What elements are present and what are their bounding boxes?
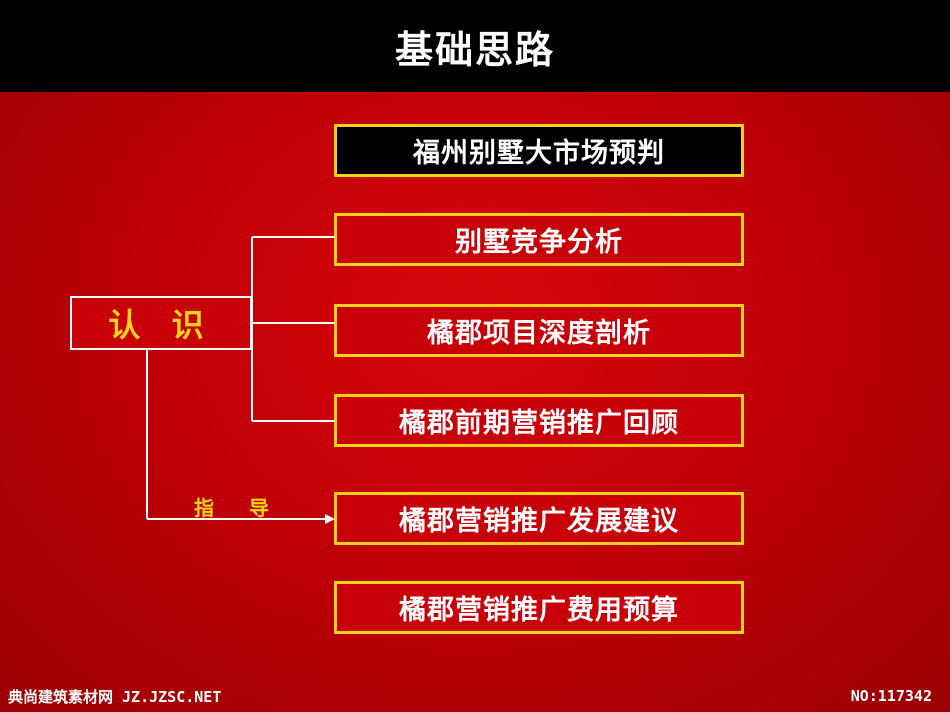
box-market-forecast: 福州别墅大市场预判: [334, 124, 744, 177]
box-development-suggestion: 橘郡营销推广发展建议: [334, 492, 744, 545]
box-project-analysis: 橘郡项目深度剖析: [334, 304, 744, 357]
box-budget: 橘郡营销推广费用预算: [334, 581, 744, 634]
title-bar: 基础思路: [0, 0, 950, 92]
slide-title: 基础思路: [394, 27, 555, 72]
box-competition-analysis: 别墅竞争分析: [334, 213, 744, 266]
footer-number: NO:117342: [850, 687, 932, 705]
root-node: 认 识: [70, 296, 252, 350]
box-marketing-review: 橘郡前期营销推广回顾: [334, 394, 744, 447]
footer-watermark: 典尚建筑素材网 JZ.JZSC.NET: [8, 688, 222, 706]
guide-label: 指 导: [194, 496, 283, 520]
